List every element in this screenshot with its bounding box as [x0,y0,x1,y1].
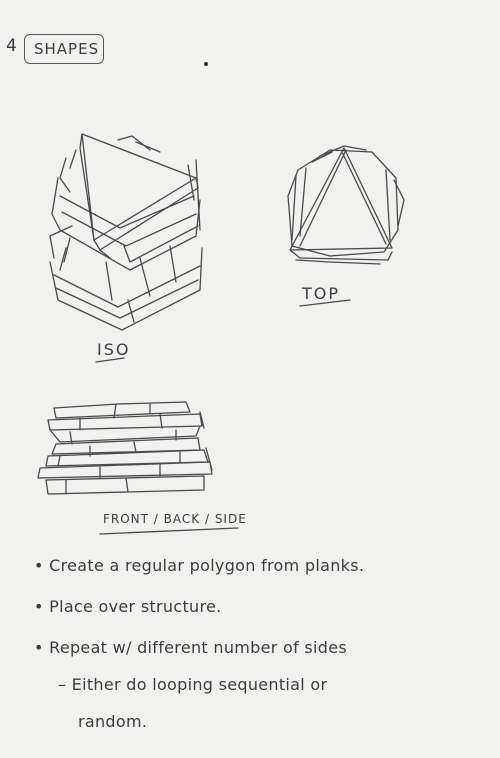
pen-mark [204,62,208,66]
iso-sketch [50,134,202,330]
top-sketch [288,146,404,306]
note-line: • Repeat w/ different number of sides [34,638,347,657]
note-line: • Create a regular polygon from planks. [34,556,364,575]
note-line: random. [78,712,147,731]
iso-view-label: ISO [97,340,130,359]
note-line: • Place over structure. [34,597,222,616]
note-line: – Either do looping sequential or [58,675,327,694]
top-view-label: TOP [302,284,340,303]
front-view-label: FRONT / BACK / SIDE [103,512,247,526]
